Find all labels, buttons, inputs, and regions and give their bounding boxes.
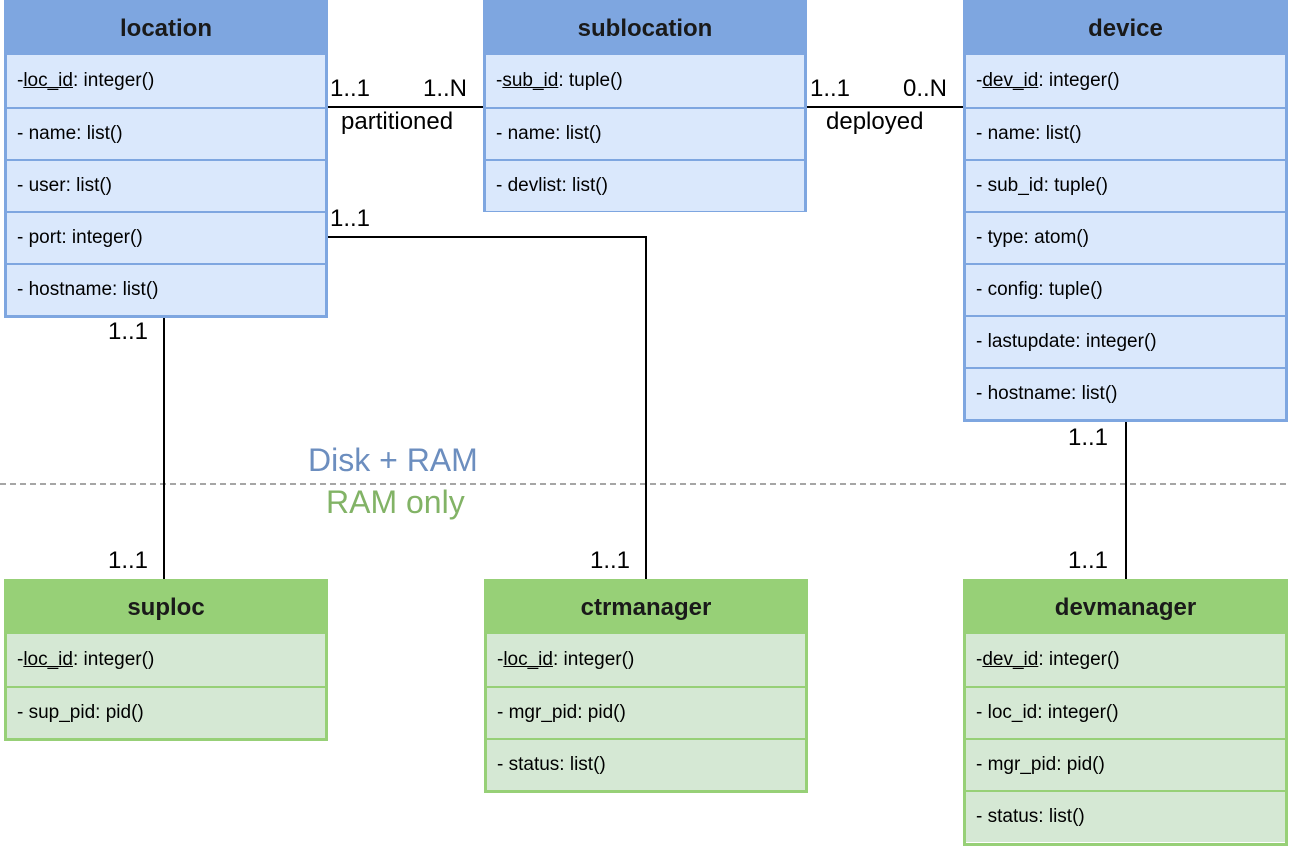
attribute-row: - dev_id: integer() [966, 634, 1285, 686]
relation-label-partitioned: partitioned [341, 108, 454, 135]
entity-ctrmanager[interactable]: ctrmanager - loc_id: integer() - mgr_pid… [484, 579, 808, 793]
entity-suploc[interactable]: suploc - loc_id: integer() - sup_pid: pi… [4, 579, 328, 741]
entity-title: location [7, 3, 325, 55]
entity-title: suploc [7, 582, 325, 634]
zone-label-ram-only: RAM only [326, 484, 465, 520]
cardinality-location-partitioned: 1..1 [330, 75, 371, 102]
entity-device[interactable]: device - dev_id: integer() - name: list(… [963, 0, 1288, 422]
attribute-row: - type: atom() [966, 211, 1285, 263]
attribute-row: - lastupdate: integer() [966, 315, 1285, 367]
attribute-row: - status: list() [966, 790, 1285, 842]
line-location-ctrmanager [326, 236, 647, 579]
entity-sublocation[interactable]: sublocation - sub_id: tuple() - name: li… [483, 0, 807, 212]
attribute-row: - hostname: list() [7, 263, 325, 315]
entity-location[interactable]: location - loc_id: integer() - name: lis… [4, 0, 328, 318]
attribute-row: - name: list() [486, 107, 804, 159]
cardinality-sublocation-partitioned: 1..N [423, 75, 468, 102]
attribute-row: - name: list() [966, 107, 1285, 159]
attribute-row: - loc_id: integer() [7, 55, 325, 107]
attribute-row: - sub_id: tuple() [486, 55, 804, 107]
entity-title: ctrmanager [487, 582, 805, 634]
attribute-row: - loc_id: integer() [966, 686, 1285, 738]
attribute-row: - mgr_pid: pid() [966, 738, 1285, 790]
attribute-row: - sup_pid: pid() [7, 686, 325, 738]
attribute-row: - loc_id: integer() [487, 634, 805, 686]
cardinality-device-deployed: 0..N [903, 75, 948, 102]
attribute-row: - port: integer() [7, 211, 325, 263]
entity-title: sublocation [486, 3, 804, 55]
cardinality-location-ctrmanager: 1..1 [330, 205, 371, 232]
entity-title: device [966, 3, 1285, 55]
attribute-row: - status: list() [487, 738, 805, 790]
zone-label-disk-ram: Disk + RAM [308, 442, 478, 478]
attribute-row: - devlist: list() [486, 159, 804, 211]
cardinality-sublocation-deployed: 1..1 [810, 75, 851, 102]
relation-label-deployed: deployed [826, 108, 924, 135]
attribute-row: - hostname: list() [966, 367, 1285, 419]
cardinality-location-suploc: 1..1 [108, 318, 149, 345]
attribute-row: - mgr_pid: pid() [487, 686, 805, 738]
attribute-row: - user: list() [7, 159, 325, 211]
entity-devmanager[interactable]: devmanager - dev_id: integer() - loc_id:… [963, 579, 1288, 846]
attribute-row: - dev_id: integer() [966, 55, 1285, 107]
attribute-row: - loc_id: integer() [7, 634, 325, 686]
attribute-row: - sub_id: tuple() [966, 159, 1285, 211]
cardinality-ctrmanager-location: 1..1 [590, 547, 631, 574]
attribute-row: - name: list() [7, 107, 325, 159]
attribute-row: - config: tuple() [966, 263, 1285, 315]
entity-title: devmanager [966, 582, 1285, 634]
cardinality-suploc-location: 1..1 [108, 547, 149, 574]
cardinality-device-devmanager: 1..1 [1068, 424, 1109, 451]
cardinality-devmanager-device: 1..1 [1068, 547, 1109, 574]
